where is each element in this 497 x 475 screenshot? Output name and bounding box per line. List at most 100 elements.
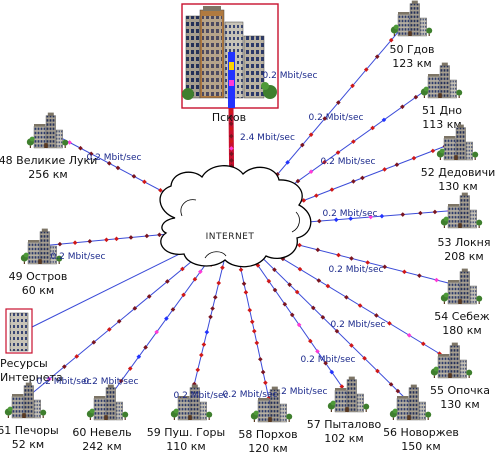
packet-gdov (322, 116, 328, 121)
link-speed-novorzhev: 0.2 Mbit/sec (301, 355, 356, 365)
building-icon-vluki (26, 112, 69, 149)
link-speed-pushgory: 0.2 Mbit/sec (174, 391, 229, 401)
node-pushgory[interactable] (170, 384, 213, 421)
node-name-novorzhev: 56 Новоржев (383, 426, 459, 439)
packet-pushgory (201, 342, 207, 347)
packet-pechory (116, 318, 122, 324)
packet-pushgory (204, 329, 210, 335)
packet-ostrov (57, 241, 63, 247)
packet-nevel (192, 276, 198, 282)
link-speed-porkhov: 0.2 Mbit/sec (223, 390, 278, 400)
packet-dedovichi (301, 198, 307, 203)
packet-novorzhev (310, 305, 316, 311)
packet-novorzhev (388, 382, 394, 387)
pskov-label: Псков (212, 111, 246, 124)
packet-gdov (363, 67, 369, 72)
packet-vluki (142, 179, 147, 185)
packet-gdov (336, 100, 341, 105)
packet-nevel (118, 378, 124, 384)
packet-pytalovo (339, 384, 345, 389)
packet-nevel (143, 345, 148, 350)
packet-loknya (400, 212, 406, 217)
node-name-opochka: 55 Опочка (430, 384, 490, 397)
link-speed-loknya: 0.2 Mbit/sec (323, 209, 378, 219)
packet-loknya (368, 214, 374, 220)
node-loknya[interactable] (440, 192, 483, 229)
packet-vluki (88, 151, 94, 157)
node-distance-dedovichi: 130 км (438, 180, 477, 193)
packet-vluki (78, 145, 83, 151)
node-name-pytalovo: 57 Пыталово (307, 418, 382, 431)
node-name-sebezh: 54 Себеж (434, 310, 489, 323)
packet-ostrov (144, 233, 150, 239)
packet-nevel (170, 307, 176, 312)
pskov-node[interactable] (181, 3, 279, 109)
packet-pytalovo (323, 360, 328, 366)
pskov-packet (228, 133, 234, 139)
node-distance-nevel: 242 км (82, 440, 121, 453)
packet-gdov (388, 37, 394, 43)
node-distance-loknya: 208 км (444, 250, 483, 263)
packet-dno (308, 169, 314, 175)
node-opochka[interactable] (430, 342, 473, 379)
node-sebezh[interactable] (440, 268, 483, 305)
packet-nevel (164, 316, 169, 321)
link-speed-dno: 0.2 Mbit/sec (309, 113, 364, 123)
packet-opochka (297, 266, 303, 272)
link-speed-sebezh: 0.2 Mbit/sec (329, 265, 384, 275)
node-distance-dno: 113 км (422, 118, 461, 131)
packet-nevel (136, 354, 142, 359)
packet-opochka (420, 341, 426, 347)
packet-pushgory (208, 314, 213, 320)
internet-resources-node[interactable] (5, 308, 33, 354)
packet-porkhov (247, 307, 253, 313)
packet-pechory (146, 294, 152, 299)
packet-dedovichi (351, 179, 356, 184)
packet-ostrov (114, 236, 119, 242)
node-pytalovo[interactable] (327, 376, 370, 413)
packet-dedovichi (329, 187, 335, 192)
node-distance-pushgory: 110 км (166, 440, 205, 453)
packet-pechory (106, 327, 112, 332)
node-pechory[interactable] (4, 382, 47, 419)
packet-opochka (387, 321, 392, 326)
node-name-dedovichi: 52 Дедовичи (421, 166, 495, 179)
packet-pechory (180, 266, 185, 272)
packet-vluki (115, 165, 121, 171)
pskov-link-speed: 2.4 Mbit/sec (240, 133, 295, 143)
link-speed-pytalovo: 0.2 Mbit/sec (273, 387, 328, 397)
packet-dedovichi (394, 162, 400, 167)
packet-novorzhev (320, 314, 326, 320)
packet-pechory (47, 376, 52, 382)
node-nevel[interactable] (86, 384, 129, 421)
node-vluki[interactable] (26, 112, 69, 149)
hub-label: INTERNET (206, 232, 255, 242)
packet-dedovichi (411, 155, 417, 161)
packet-loknya (333, 217, 339, 223)
resources-label-line2: Интернета (0, 371, 63, 384)
pskov-packet (229, 158, 234, 163)
building-icon-loknya (440, 192, 483, 229)
packet-dedovichi (382, 167, 387, 172)
packet-novorzhev (375, 368, 380, 374)
packet-dno (413, 94, 419, 100)
node-gdov[interactable] (390, 0, 433, 37)
packet-vluki (67, 140, 72, 145)
packet-sebezh (434, 277, 439, 283)
packet-loknya (432, 209, 438, 215)
packet-pushgory (195, 367, 201, 373)
packet-pytalovo (315, 349, 320, 354)
packet-ostrov (104, 237, 109, 243)
node-name-dno: 51 Дно (422, 104, 462, 117)
node-distance-novorzhev: 150 км (401, 440, 440, 453)
packet-pushgory (212, 294, 218, 300)
link-speed-gdov: 0.2 Mbit/sec (263, 71, 318, 81)
packet-loknya (418, 210, 423, 216)
packet-porkhov (260, 369, 266, 375)
node-distance-vluki: 256 км (28, 168, 67, 181)
building-icon-opochka (430, 342, 473, 379)
node-distance-sebezh: 180 км (442, 324, 481, 337)
node-distance-ostrov: 60 км (22, 284, 54, 297)
building-icon-pytalovo (327, 376, 370, 413)
pskov-packet (228, 114, 234, 120)
